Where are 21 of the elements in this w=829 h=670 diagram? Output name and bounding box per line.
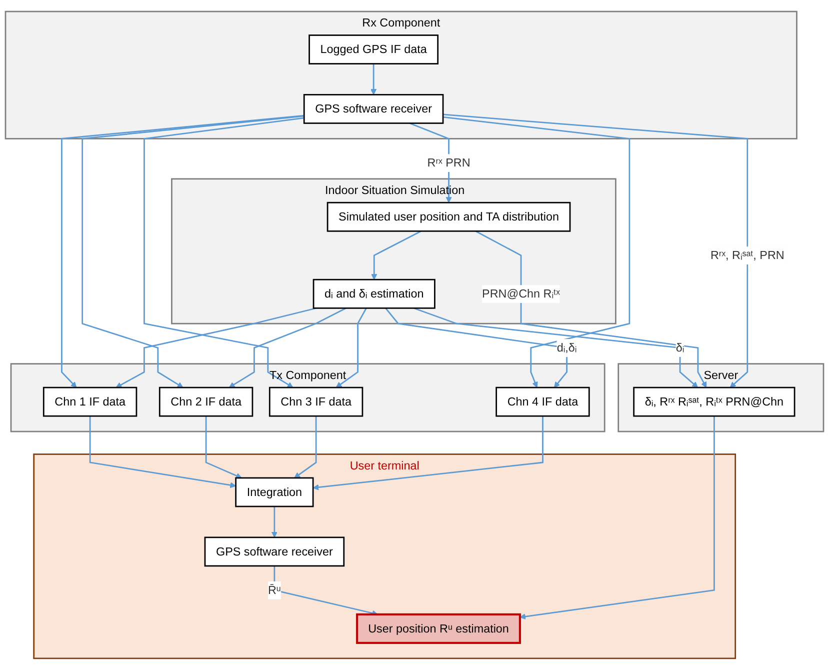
process-box: User position Rᵘ estimation xyxy=(356,613,521,644)
edge-label: δᵢ xyxy=(676,339,684,357)
edge-label: Rʳˣ, Rᵢˢᵃᵗ, PRN xyxy=(710,246,784,264)
edge-label: R̄ᵘ xyxy=(268,581,281,599)
process-box: Chn 2 IF data xyxy=(158,386,254,417)
process-box: GPS software receiver xyxy=(204,536,345,567)
node-label: Rx Component xyxy=(362,16,440,30)
edge-label: dᵢ,δᵢ xyxy=(556,339,577,357)
process-box: Chn 4 IF data xyxy=(496,386,590,417)
process-box: dᵢ and δᵢ estimation xyxy=(312,278,436,309)
process-box: Chn 3 IF data xyxy=(268,386,364,417)
node-label: User terminal xyxy=(350,459,420,472)
edge-label: PRN@Chn Rᵢᵗˣ xyxy=(482,285,560,303)
process-box: Logged GPS IF data xyxy=(308,34,439,64)
process-box: δᵢ, Rʳˣ Rᵢˢᵃᵗ, Rᵢᵗˣ PRN@Chn xyxy=(633,386,796,417)
process-box: Integration xyxy=(235,477,314,508)
node-label: Server xyxy=(704,368,738,382)
process-box: GPS software receiver xyxy=(303,94,444,124)
process-box: Chn 1 IF data xyxy=(42,386,138,417)
process-box: Simulated user position and TA distribution xyxy=(326,202,571,232)
edge-label: Rʳˣ PRN xyxy=(427,154,470,172)
